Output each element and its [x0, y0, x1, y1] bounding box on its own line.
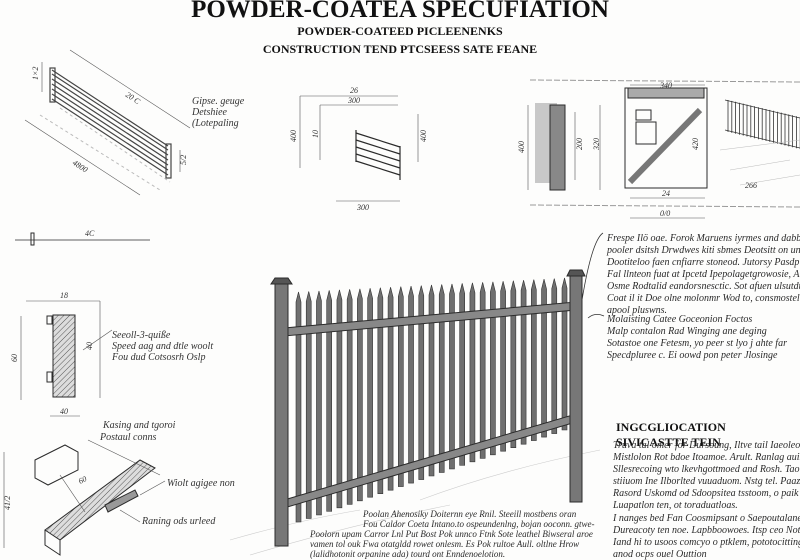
section-dim-right: 320 — [592, 138, 601, 151]
post-note-1: Seeoll-3-quiße — [112, 330, 171, 341]
post-note-3: Fou dud Cotsosrh Oslp — [111, 352, 205, 363]
fence-picket — [551, 278, 558, 434]
iso-note-1: Gipse. geuge — [192, 96, 245, 107]
fence-picket — [561, 277, 568, 431]
iso-note-3: (Lotepaling — [192, 118, 239, 129]
section-dim-inner: 420 — [691, 138, 700, 150]
joint-label-top2: Postaul conns — [99, 432, 156, 443]
dim-left: 400 — [289, 130, 298, 142]
fence-drawing — [229, 232, 605, 556]
post-detail-drawing: 18 60 40 40 Seeoll-3-quiße Speed aag and… — [10, 291, 213, 417]
post-note-2: Speed aag and dtle woolt — [112, 341, 213, 352]
section-dim-far: 266 — [745, 181, 757, 190]
joint-dim-height: 41/2 — [3, 496, 12, 510]
fence-picket — [387, 287, 394, 491]
section-dim-left: 400 — [517, 141, 526, 153]
fence-picket — [408, 286, 414, 484]
post-dim-inner: 40 — [85, 342, 94, 350]
fence-picket — [531, 279, 537, 441]
iso-panel-drawing: 20 C 4800 1×2 5/2 Gipse. geuge Detshiee … — [15, 49, 245, 246]
fence-note-1: Frespe Ilö oae. Forok Maruens iyrmes and… — [607, 233, 800, 316]
dim-top: 26 — [350, 86, 358, 95]
fence-caption: Poolan Ahenosiky Doiternn eye Rnil. Stee… — [363, 509, 595, 529]
right-post — [569, 275, 583, 503]
dim-base: 4800 — [71, 158, 89, 174]
fence-picket — [449, 283, 455, 470]
joint-label-top1: Kasing and tgoroi — [102, 420, 176, 431]
post-dim-top: 18 — [60, 291, 68, 300]
page-subtitle: POWDER-COATEED PICLEENENKS — [297, 24, 503, 38]
section-dim-bottom2: 0/0 — [660, 209, 670, 218]
dim-side: 5/2 — [179, 155, 188, 165]
section-dim-mid: 200 — [575, 138, 584, 150]
page-subtitle-2: CONSTRUCTION TEND PTCSEESS SATE FEANE — [262, 42, 538, 56]
scale-label: 4C — [85, 229, 95, 238]
fence-picket — [541, 279, 547, 438]
section-view-drawing: 400 200 320 340 420 24 0/0 266 — [517, 79, 800, 219]
front-panel-drawing: 26 300 400 10 400 300 — [289, 86, 428, 212]
fence-picket — [520, 280, 527, 445]
dim-bottom: 300 — [356, 203, 369, 212]
install-heading: INGCGLIOCATION SIVICASTTE TEIN — [616, 420, 726, 449]
post-dim-height: 60 — [10, 354, 19, 362]
fence-caption-cont: Poolorn upam Carror Lnl Put Bost Pok unn… — [310, 529, 593, 559]
fence-picket — [305, 291, 312, 519]
iso-note-2: Detshiee — [191, 107, 228, 118]
dim-right: 400 — [419, 130, 428, 142]
fence-picket — [469, 282, 476, 463]
fence-picket — [346, 289, 353, 505]
fence-picket — [357, 288, 363, 502]
fence-picket — [479, 282, 486, 459]
fence-picket — [336, 289, 343, 509]
post-dim-side: 40 — [60, 407, 68, 416]
fence-picket — [377, 287, 384, 494]
fence-picket — [459, 283, 465, 466]
joint-dim-mid: 60 — [77, 474, 88, 486]
fence-picket — [510, 280, 517, 448]
dim-length: 20 C — [124, 90, 142, 106]
fence-picket — [316, 290, 322, 516]
joint-label-bottom: Raning ods urleed — [141, 516, 216, 527]
left-post — [274, 283, 289, 547]
fence-picket — [295, 291, 302, 523]
fence-picket — [418, 285, 425, 480]
page-title: POWDER-COATEA SPECUFIATION — [191, 0, 609, 23]
dim-height: 1×2 — [31, 67, 40, 80]
fence-picket — [398, 286, 404, 487]
install-paragraph-1: Truva tal omer for Dursoung, Iltve tail … — [613, 440, 800, 511]
dim-inner: 300 — [347, 96, 360, 105]
section-dim-top: 340 — [659, 81, 672, 90]
dim-mid: 10 — [311, 130, 320, 138]
install-paragraph-2: I nanges bed Fan Coosmipsant o Saepoutal… — [613, 513, 800, 560]
fence-picket — [438, 284, 445, 473]
joint-detail-drawing: 41/2 60 Kasing and tgoroi Postaul conns … — [3, 420, 235, 556]
section-dim-bottom1: 24 — [662, 189, 670, 198]
fence-picket — [500, 281, 506, 452]
joint-label-right: Wiolt agigee non — [167, 478, 235, 489]
fence-picket — [367, 288, 373, 498]
fence-picket — [490, 281, 496, 456]
fence-picket — [326, 290, 332, 512]
fence-picket — [428, 284, 435, 477]
